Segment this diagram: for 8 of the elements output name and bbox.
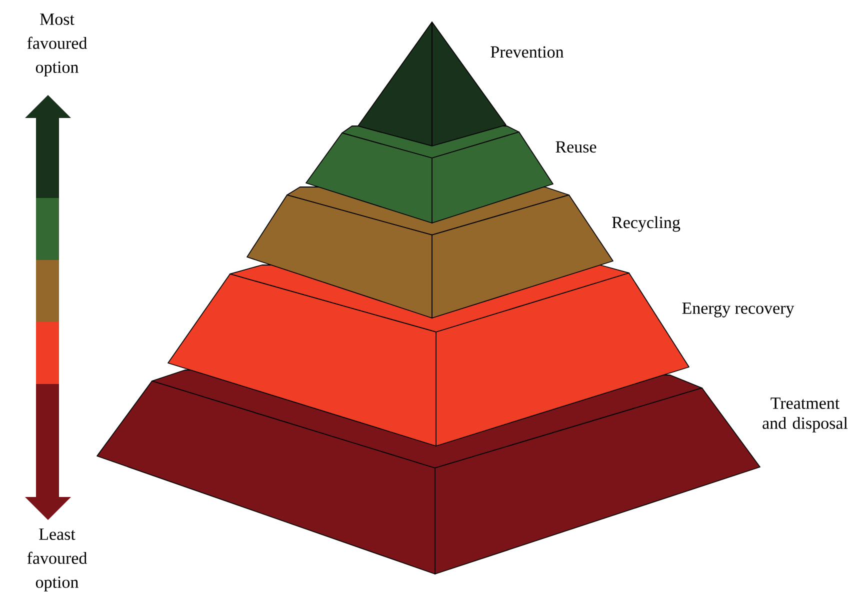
tier-label: Reuse [556,141,596,153]
end-label: Most favoured option [27,14,88,76]
end-label: Least favoured option [27,528,88,592]
pyramid-tier [306,126,554,224]
tier-label: Treatment and disposal [762,398,848,432]
tier-label: Energy recovery [682,302,794,318]
tier-label: Recycling [612,216,680,232]
tier-label: Prevention [490,46,564,58]
